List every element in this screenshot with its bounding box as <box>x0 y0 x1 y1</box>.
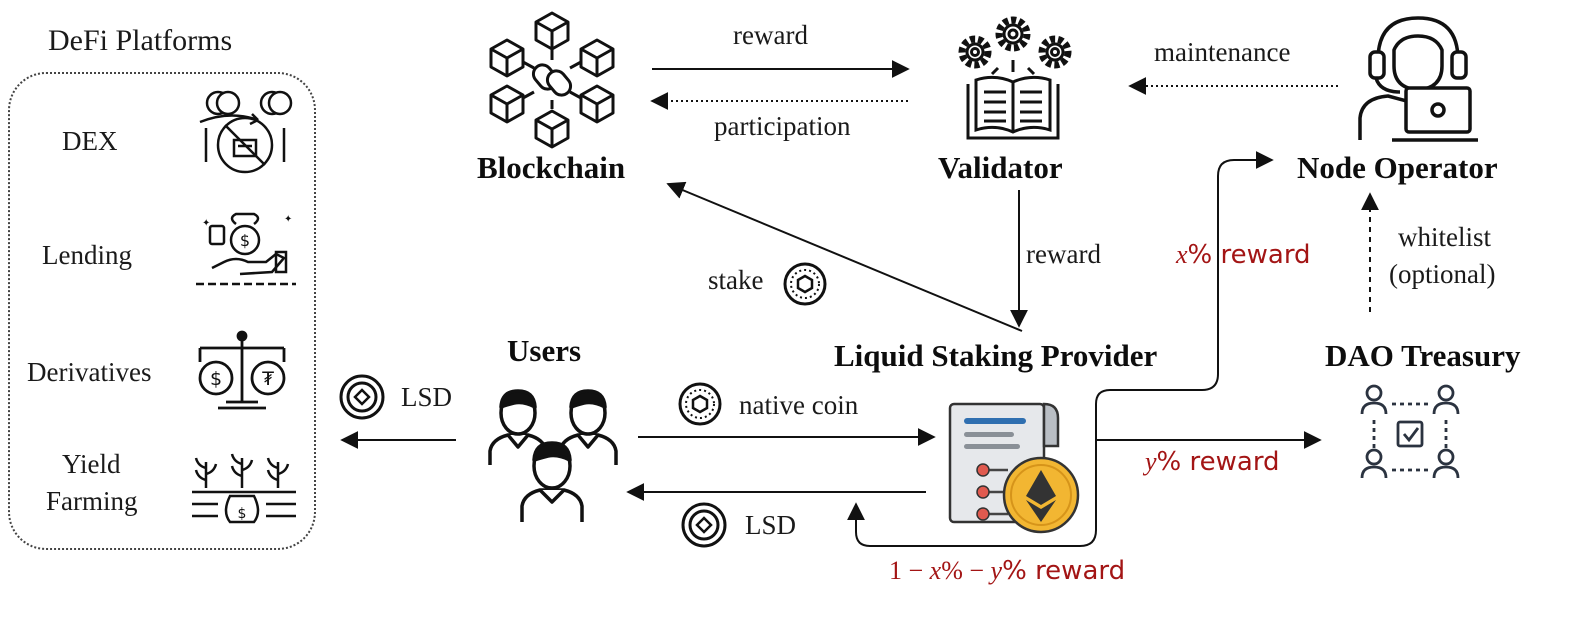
lsd-token-icon-bottom <box>681 502 727 548</box>
defi-platforms-title: DeFi Platforms <box>48 24 233 57</box>
validator-icon <box>958 16 1072 140</box>
node-operator-icon <box>1358 16 1478 142</box>
whitelist-optional-label: (optional) <box>1389 259 1496 289</box>
reward-edge-label-top: reward <box>733 20 808 50</box>
svg-text:$: $ <box>210 368 222 390</box>
x-percent-reward-label: x% reward <box>1176 240 1311 270</box>
svg-text:$: $ <box>238 506 247 522</box>
arrow-lsp-to-blockchain <box>666 181 1023 332</box>
defi-item-yield: Yield <box>62 449 121 479</box>
liquid-staking-provider-label: Liquid Staking Provider <box>834 338 1158 373</box>
dex-icon <box>199 90 293 174</box>
native-coin-icon <box>783 262 827 306</box>
arrow-lsp-to-operator <box>1095 151 1274 440</box>
dao-treasury-label: DAO Treasury <box>1325 338 1521 373</box>
arrow-lsp-to-users-remainder <box>847 440 1097 547</box>
y-percent-reward-label: y% reward <box>1145 447 1280 477</box>
svg-text:$: $ <box>240 231 250 250</box>
dao-treasury-icon <box>1360 384 1460 479</box>
liquid-staking-provider-icon <box>948 402 1080 534</box>
native-coin-icon-2 <box>678 382 722 426</box>
defi-item-derivatives: Derivatives <box>27 357 152 387</box>
remainder-reward-label: 1 − x% − y% reward <box>889 556 1126 586</box>
whitelist-edge-label: whitelist <box>1398 222 1491 252</box>
participation-edge-label: participation <box>714 111 851 141</box>
validator-label: Validator <box>938 150 1063 185</box>
svg-text:₮: ₮ <box>262 368 274 390</box>
lsd-bottom-edge-label: LSD <box>745 510 797 540</box>
users-icon <box>488 389 618 522</box>
svg-text:✦: ✦ <box>202 218 210 229</box>
lsd-left-edge-label: LSD <box>401 382 453 412</box>
blockchain-label: Blockchain <box>477 150 626 185</box>
defi-item-dex: DEX <box>62 126 118 156</box>
users-label: Users <box>507 333 582 368</box>
lsd-token-icon-left <box>339 374 385 420</box>
reward-edge-label-mid: reward <box>1026 239 1101 269</box>
derivatives-icon: $ ₮ <box>198 330 286 410</box>
yield-farming-icon: $ <box>192 453 296 524</box>
defi-item-farming: Farming <box>46 486 138 516</box>
node-operator-label: Node Operator <box>1297 150 1498 185</box>
blockchain-icon <box>489 11 615 149</box>
defi-item-lending: Lending <box>42 240 132 270</box>
lending-icon: $ ✦ ✦ <box>196 212 296 286</box>
native-coin-edge-label: native coin <box>739 390 859 420</box>
svg-text:✦: ✦ <box>284 214 292 225</box>
stake-edge-label: stake <box>708 265 764 295</box>
maintenance-edge-label: maintenance <box>1154 37 1291 67</box>
defi-platforms-box <box>8 72 316 550</box>
